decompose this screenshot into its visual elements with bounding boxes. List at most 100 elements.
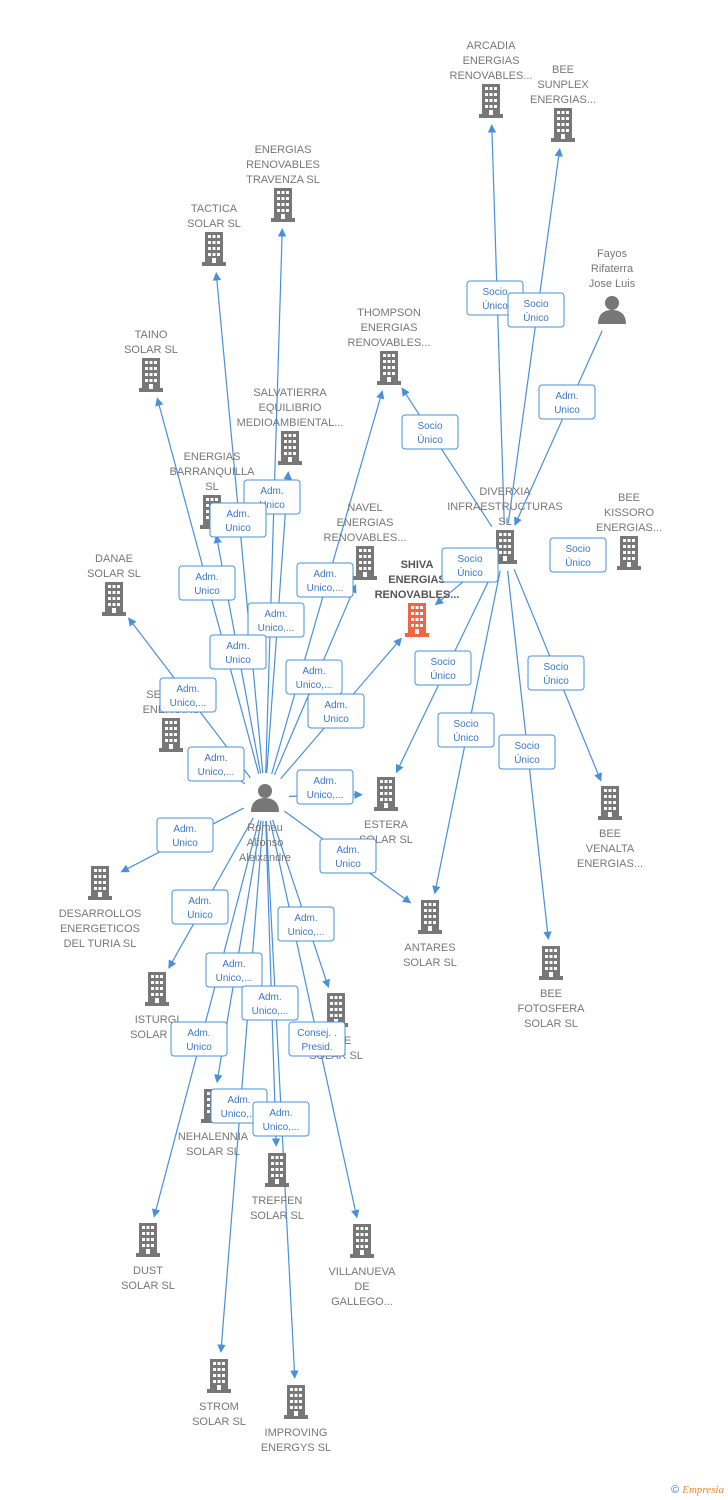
edge-diverxia-to-thompson (401, 387, 493, 528)
role-label-romeu-to-tactica[interactable]: Adm.Unico (209, 502, 267, 538)
node-label: ISTURGI (135, 1014, 180, 1026)
role-label-romeu-to-dust[interactable]: Adm.Unico (170, 1021, 228, 1057)
role-label-romeu-to-desarrollos[interactable]: Adm.Unico (156, 817, 214, 853)
role-text: Adm. (173, 824, 196, 835)
role-label-romeu-to-septimo[interactable]: Adm.Unico,... (187, 746, 245, 782)
building-icon (278, 431, 302, 465)
role-text: Adm. (188, 896, 211, 907)
role-text: Adm. (176, 684, 199, 695)
node-label: MEDIOAMBIENTAL... (237, 417, 344, 429)
role-text: Socio (457, 554, 482, 565)
role-label-romeu-to-danae[interactable]: Adm. Unico,... (159, 677, 217, 713)
role-label-romeu-to-nehalennia[interactable]: Adm.Unico,... (205, 952, 263, 988)
role-label-romeu-to-improving[interactable]: Adm.Unico,... (252, 1101, 310, 1137)
role-label-romeu-to-anne[interactable]: Adm.Unico,... (277, 906, 335, 942)
node-label: Jose Luis (589, 278, 636, 290)
role-text: Unico (225, 655, 251, 666)
node-label: Aleixandre (239, 852, 291, 864)
node-arcadia[interactable]: ARCADIAENERGIASRENOVABLES... (450, 40, 533, 118)
node-salvatierra[interactable]: SALVATIERRAEQUILIBRIOMEDIOAMBIENTAL... (237, 387, 344, 465)
brand-logo[interactable]: Empresia (682, 1484, 724, 1496)
node-villanueva[interactable]: VILLANUEVADEGALLEGO... (328, 1224, 396, 1308)
building-icon (479, 84, 503, 118)
edge-romeu-to-treffen (265, 820, 281, 1147)
role-text: Adm. (227, 1095, 250, 1106)
edge-diverxia-to-arcadia (487, 124, 505, 524)
role-label-romeu-to-barranquilla[interactable]: Adm.Unico (209, 634, 267, 670)
node-label: RENOVABLES... (324, 532, 407, 544)
node-navel[interactable]: NAVELENERGIASRENOVABLES... (324, 502, 407, 580)
role-box-frame (549, 537, 607, 573)
node-label: GALLEGO... (331, 1296, 393, 1308)
role-label-romeu-to-treffen[interactable]: Adm.Unico,... (241, 985, 299, 1021)
node-label: BEE (618, 492, 640, 504)
role-text: Único (417, 433, 443, 446)
role-label-romeu-to-antares[interactable]: Adm.Unico (319, 838, 377, 874)
role-text: Unico,... (258, 623, 295, 634)
role-text: Socio (430, 657, 455, 668)
role-text: Adm. (204, 753, 227, 764)
role-label-romeu-to-estera[interactable]: Adm.Unico,... (296, 769, 354, 805)
role-label-romeu-to-shiva[interactable]: Adm.Unico (307, 693, 365, 729)
role-label-romeu-to-navel[interactable]: Adm.Unico,... (285, 659, 343, 695)
building-icon (405, 603, 429, 637)
node-shiva[interactable]: SHIVAENERGIASRENOVABLES... (375, 559, 460, 637)
role-label-romeu-to-taino[interactable]: Adm.Unico (178, 565, 236, 601)
node-label: SOLAR SL (186, 1146, 240, 1158)
node-label: ANTARES (404, 942, 455, 954)
role-text: Adm. (195, 572, 218, 583)
role-label-romeu-to-villanueva[interactable]: Consej. .Presid. (288, 1021, 346, 1057)
role-label-romeu-to-salvatierra[interactable]: Adm.Unico,... (247, 602, 305, 638)
role-label-fayos-to-diverxia[interactable]: Adm.Unico (538, 384, 596, 420)
node-label: ENERGYS SL (261, 1442, 331, 1454)
role-box-frame (156, 817, 214, 853)
role-box-frame (171, 889, 229, 925)
role-text: Único (457, 566, 483, 579)
role-text: Adm. (336, 845, 359, 856)
role-text: Adm. (313, 569, 336, 580)
edge-diverxia-to-bee_sunplex (507, 147, 563, 524)
role-text: Unico,... (170, 698, 207, 709)
building-icon (551, 108, 575, 142)
node-label: SALVATIERRA (253, 387, 327, 399)
node-bee_sunplex[interactable]: BEESUNPLEXENERGIAS... (530, 64, 596, 142)
role-box-frame (319, 838, 377, 874)
node-bee_venalta[interactable]: BEEVENALTAENERGIAS... (577, 786, 643, 870)
role-label-romeu-to-isturgi[interactable]: Adm.Unico (171, 889, 229, 925)
role-label-romeu-to-thompson[interactable]: Adm.Unico,... (296, 562, 354, 598)
building-icon (265, 1153, 289, 1187)
person-icon (251, 784, 279, 812)
node-bee_kissoro[interactable]: BEEKISSOROENERGIAS... (596, 492, 662, 570)
edge-romeu-to-improving (265, 820, 299, 1379)
node-thompson[interactable]: THOMPSONENERGIASRENOVABLES... (348, 307, 431, 385)
building-icon (271, 188, 295, 222)
building-icon (202, 232, 226, 266)
